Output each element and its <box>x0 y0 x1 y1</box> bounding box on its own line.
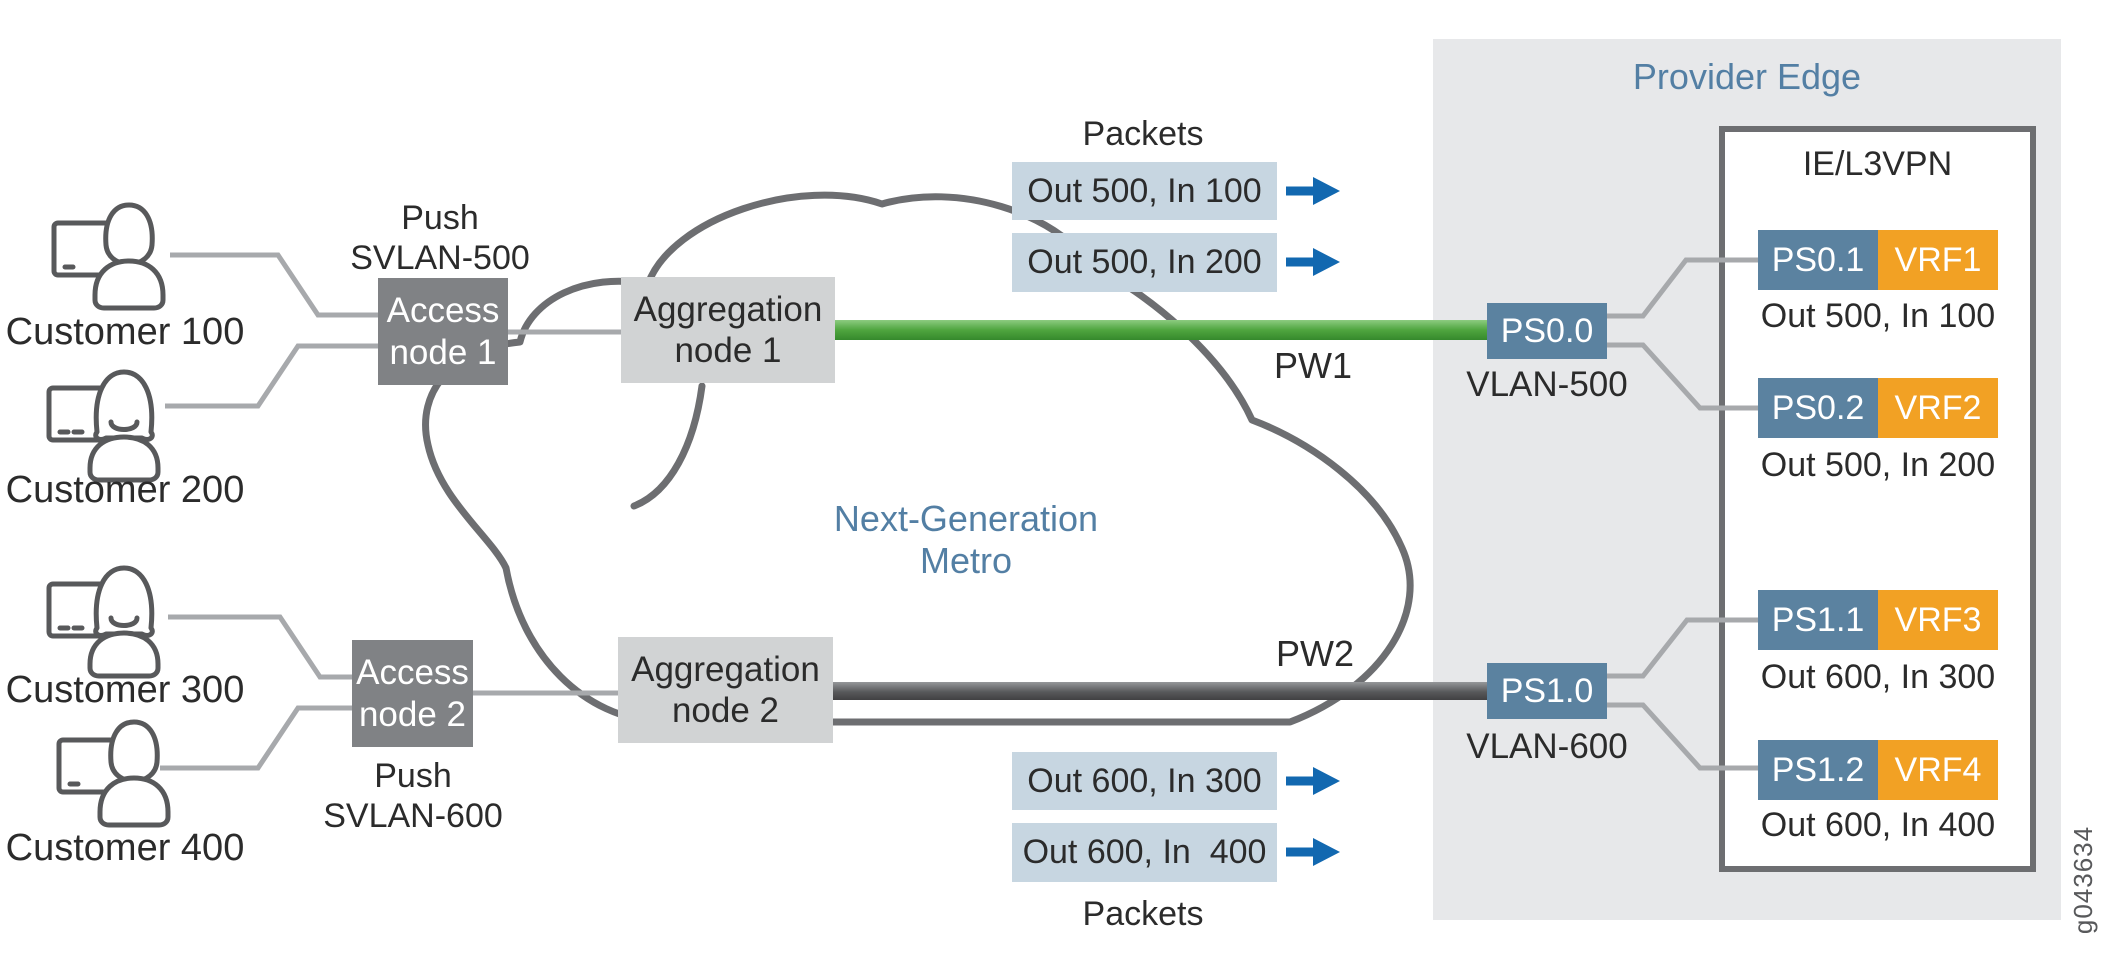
packet-box: Out 600, In 400 <box>1012 823 1277 882</box>
push-svlan-600-label: Push SVLAN-600 <box>323 756 503 835</box>
person-male-at-computer-icon <box>50 183 195 317</box>
figure-id: g043634 <box>2067 825 2098 935</box>
traffic-label: Out 500, In 100 <box>1760 296 1996 335</box>
customer-label: Customer 100 <box>5 310 245 353</box>
person-female-at-computer-icon <box>45 352 190 486</box>
connector-customer200-access1 <box>165 343 380 409</box>
cloud-label: Next-Generation Metro <box>833 497 1099 581</box>
traffic-label: Out 500, In 200 <box>1760 445 1996 484</box>
packet-box: Out 500, In 200 <box>1012 233 1277 292</box>
ps1-2-chip: PS1.2 <box>1758 740 1878 800</box>
customer-label: Customer 400 <box>5 826 245 869</box>
vlan-600-label: VLAN-600 <box>1466 727 1628 766</box>
ps1-1-chip: PS1.1 <box>1758 590 1878 650</box>
packets-title-top: Packets <box>1082 114 1204 153</box>
vrf2-chip: VRF2 <box>1878 378 1998 438</box>
person-male-at-computer-icon <box>55 700 200 834</box>
ps0-0-chip: PS0.0 <box>1487 303 1607 359</box>
vrf4-chip: VRF4 <box>1878 740 1998 800</box>
traffic-label: Out 600, In 400 <box>1760 805 1996 844</box>
vrf3-chip: VRF3 <box>1878 590 1998 650</box>
customer-label: Customer 200 <box>5 468 245 511</box>
aggregation-node-1: Aggregation node 1 <box>621 277 835 383</box>
provider-edge-title: Provider Edge <box>1632 55 1862 97</box>
pw1-pipe <box>835 320 1495 340</box>
access-node-2: Access node 2 <box>352 640 473 747</box>
pw1-label: PW1 <box>1273 345 1352 386</box>
ps1-0-chip: PS1.0 <box>1487 663 1607 719</box>
connector-customer100-access1 <box>170 252 380 318</box>
packet-arrow-icon <box>1286 177 1340 866</box>
vrf1-chip: VRF1 <box>1878 230 1998 290</box>
connector-customer400-access2 <box>160 705 354 771</box>
metro-cloud-inner-arc <box>630 382 706 510</box>
connector-ps10-ps11 <box>1605 617 1760 679</box>
vpn-box-title: IE/L3VPN <box>1802 144 1953 183</box>
pw2-pipe <box>833 682 1495 700</box>
connector-ps10-ps12 <box>1605 702 1760 771</box>
access-node-1: Access node 1 <box>378 278 508 385</box>
connector-customer300-access2 <box>168 614 354 680</box>
pw2-label: PW2 <box>1275 633 1354 674</box>
person-female-at-computer-icon <box>45 548 190 682</box>
push-svlan-500-label: Push SVLAN-500 <box>350 198 530 277</box>
vlan-500-label: VLAN-500 <box>1466 365 1628 404</box>
packet-box: Out 500, In 100 <box>1012 162 1277 220</box>
packets-title-bottom: Packets <box>1082 894 1204 933</box>
ps0-2-chip: PS0.2 <box>1758 378 1878 438</box>
packet-box: Out 600, In 300 <box>1012 752 1277 810</box>
ps0-1-chip: PS0.1 <box>1758 230 1878 290</box>
customer-label: Customer 300 <box>5 668 245 711</box>
connector-ps00-ps01 <box>1605 257 1760 319</box>
aggregation-node-2: Aggregation node 2 <box>618 637 833 743</box>
traffic-label: Out 600, In 300 <box>1760 657 1996 696</box>
connector-ps00-ps02 <box>1605 342 1760 411</box>
